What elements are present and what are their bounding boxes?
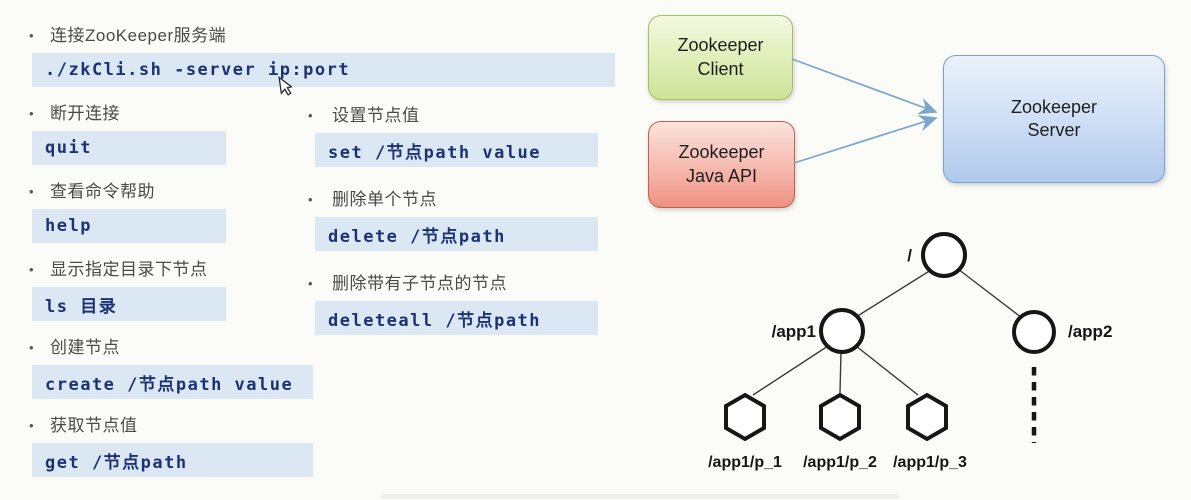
command-code: ./zkCli.sh -server ip:port xyxy=(32,53,615,87)
bullet-icon: • xyxy=(29,262,35,277)
client-to-server-arrow xyxy=(791,58,938,115)
bullet-icon: • xyxy=(29,106,35,121)
edge-app1-p3 xyxy=(855,345,919,396)
command-item-help: • 查看命令帮助 help xyxy=(17,180,637,243)
zookeeper-client-label: Zookeeper Client xyxy=(677,35,764,79)
command-label-text: 删除带有子节点的节点 xyxy=(332,274,507,293)
command-label: • 删除单个节点 xyxy=(296,188,616,212)
bullet-icon: • xyxy=(308,108,314,123)
root-node-circle xyxy=(921,232,967,278)
p2-node-label: /app1/p_2 xyxy=(803,454,877,471)
command-label-text: 设置节点值 xyxy=(332,106,420,125)
command-item-connect: • 连接ZooKeeper服务端 ./zkCli.sh -server ip:po… xyxy=(17,24,637,87)
command-item-get: • 获取节点值 get /节点path xyxy=(17,414,637,477)
zookeeper-server-box: Zookeeper Server xyxy=(943,55,1165,183)
command-list-middle: • 设置节点值 set /节点path value • 删除单个节点 delete … xyxy=(296,104,616,356)
command-label-text: 连接ZooKeeper服务端 xyxy=(50,26,227,45)
command-label: • 删除带有子节点的节点 xyxy=(296,272,616,296)
p3-node-hexagon xyxy=(906,392,948,442)
p1-node-hexagon xyxy=(724,392,766,442)
command-label: • 查看命令帮助 xyxy=(17,180,637,204)
command-label: • 显示指定目录下节点 xyxy=(17,258,637,282)
command-item-set: • 设置节点值 set /节点path value xyxy=(296,104,616,167)
root-node-label: / xyxy=(907,246,912,265)
connector-arrows xyxy=(791,58,938,164)
command-label-text: 查看命令帮助 xyxy=(50,182,155,201)
znode-tree-diagram: / /app1 /app2 /app1/p_1 /app1/p_2 /app1/… xyxy=(708,232,1112,471)
command-label: • 连接ZooKeeper服务端 xyxy=(17,24,637,48)
zookeeper-server-label: Zookeeper Server xyxy=(1010,96,1098,140)
bullet-icon: • xyxy=(29,418,35,433)
command-code: help xyxy=(32,209,226,243)
command-item-create: • 创建节点 create /节点path value xyxy=(17,336,637,399)
edge-app1-p2 xyxy=(839,351,842,394)
command-code: deleteall /节点path xyxy=(315,301,598,335)
bullet-icon: • xyxy=(29,28,35,43)
p2-node-hexagon xyxy=(819,392,861,442)
app2-node-circle xyxy=(1012,310,1056,354)
zookeeper-client-box: Zookeeper Client xyxy=(648,15,793,100)
edge-root-app1 xyxy=(855,269,932,318)
zookeeper-java-api-label: Zookeeper Java API xyxy=(678,142,765,186)
mouse-cursor-icon xyxy=(278,76,292,96)
command-label-text: 删除单个节点 xyxy=(332,190,437,209)
command-list-left: • 连接ZooKeeper服务端 ./zkCli.sh -server ip:po… xyxy=(17,24,637,492)
command-label-text: 获取节点值 xyxy=(50,416,138,435)
bullet-icon: • xyxy=(29,184,35,199)
command-code: set /节点path value xyxy=(315,133,598,167)
app1-node-circle xyxy=(819,308,865,354)
app2-node-label: /app2 xyxy=(1068,322,1112,341)
command-label: • 获取节点值 xyxy=(17,414,637,438)
bullet-icon: • xyxy=(308,192,314,207)
zookeeper-java-api-box: Zookeeper Java API xyxy=(648,121,795,208)
command-label-text: 创建节点 xyxy=(50,338,120,357)
app1-node-label: /app1 xyxy=(772,322,816,341)
api-to-server-arrow xyxy=(793,115,938,164)
p3-node-label: /app1/p_3 xyxy=(893,454,967,471)
command-label-text: 显示指定目录下节点 xyxy=(50,260,208,279)
command-item-deleteall: • 删除带有子节点的节点 deleteall /节点path xyxy=(296,272,616,335)
bullet-icon: • xyxy=(308,276,314,291)
bullet-icon: • xyxy=(29,340,35,355)
command-label: • 断开连接 xyxy=(17,102,637,126)
edge-root-app2 xyxy=(957,268,1023,319)
command-code: ls 目录 xyxy=(32,287,226,321)
command-item-quit: • 断开连接 quit xyxy=(17,102,637,165)
command-item-delete: • 删除单个节点 delete /节点path xyxy=(296,188,616,251)
command-label: • 创建节点 xyxy=(17,336,637,360)
command-code: delete /节点path xyxy=(315,217,598,251)
bottom-progress-bar xyxy=(380,494,900,499)
command-item-ls: • 显示指定目录下节点 ls 目录 xyxy=(17,258,637,321)
command-code: get /节点path xyxy=(32,443,313,477)
p1-node-label: /app1/p_1 xyxy=(708,454,782,471)
command-code: create /节点path value xyxy=(32,365,313,399)
command-label-text: 断开连接 xyxy=(50,104,120,123)
edge-app1-p1 xyxy=(752,345,829,396)
command-label: • 设置节点值 xyxy=(296,104,616,128)
command-code: quit xyxy=(32,131,226,165)
